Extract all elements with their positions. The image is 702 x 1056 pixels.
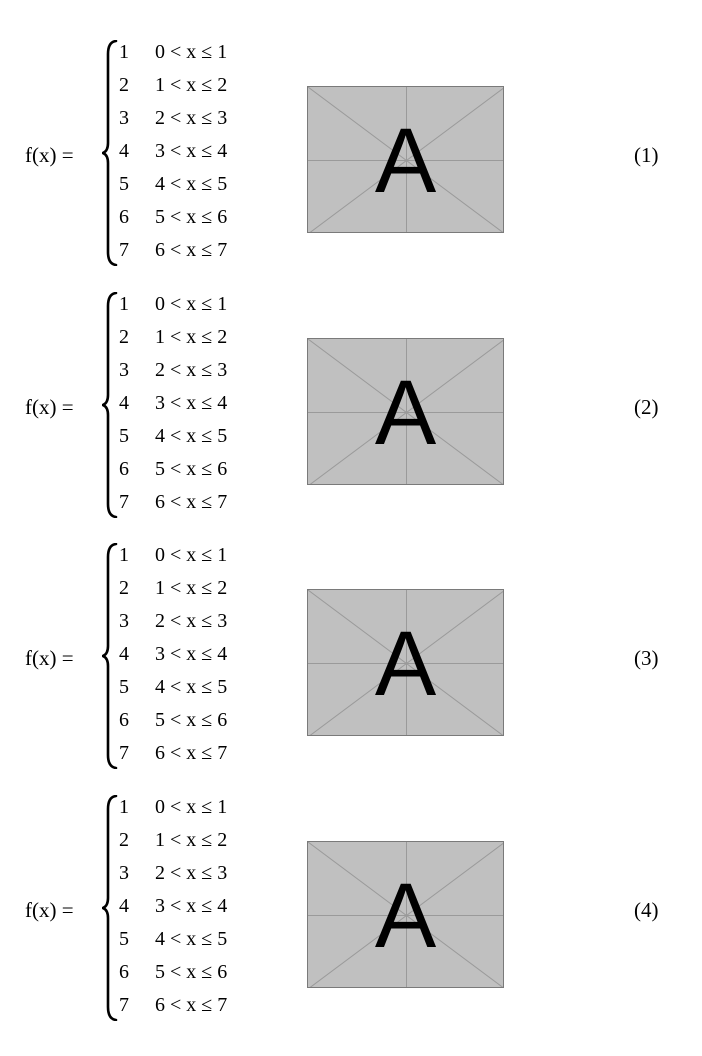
case-value: 1	[119, 796, 129, 818]
equation-number: (2)	[634, 395, 659, 419]
case-condition: 5 < x ≤ 6	[155, 458, 228, 480]
placeholder-cross-icon	[308, 87, 503, 232]
case-condition: 2 < x ≤ 3	[155, 107, 228, 129]
case-condition: 4 < x ≤ 5	[155, 425, 228, 447]
case-value: 5	[119, 676, 129, 698]
case-condition: 1 < x ≤ 2	[155, 74, 228, 96]
case-value: 4	[119, 895, 129, 917]
equation-block: f(x) = 1 0 < x ≤ 1 2 1 < x ≤ 2 3 2 < x ≤…	[0, 291, 702, 524]
case-condition: 5 < x ≤ 6	[155, 206, 228, 228]
case-value: 5	[119, 928, 129, 950]
left-brace-icon	[99, 39, 118, 271]
equation-block: f(x) = 1 0 < x ≤ 1 2 1 < x ≤ 2 3 2 < x ≤…	[0, 794, 702, 1027]
case-condition: 1 < x ≤ 2	[155, 829, 228, 851]
case-value: 7	[119, 994, 129, 1016]
case-value: 6	[119, 206, 129, 228]
image-placeholder: A	[307, 589, 504, 736]
equation-block: f(x) = 1 0 < x ≤ 1 2 1 < x ≤ 2 3 2 < x ≤…	[0, 39, 702, 272]
equation-block: f(x) = 1 0 < x ≤ 1 2 1 < x ≤ 2 3 2 < x ≤…	[0, 542, 702, 775]
case-condition: 3 < x ≤ 4	[155, 895, 228, 917]
case-condition: 0 < x ≤ 1	[155, 293, 228, 315]
case-condition: 6 < x ≤ 7	[155, 239, 228, 261]
case-condition: 6 < x ≤ 7	[155, 994, 228, 1016]
case-value: 1	[119, 293, 129, 315]
case-condition: 4 < x ≤ 5	[155, 928, 228, 950]
case-value: 4	[119, 643, 129, 665]
function-lhs: f(x) =	[25, 898, 74, 922]
case-value: 4	[119, 392, 129, 414]
left-brace-icon	[99, 542, 118, 774]
case-condition: 0 < x ≤ 1	[155, 544, 228, 566]
case-value: 3	[119, 610, 129, 632]
left-brace-icon	[99, 291, 118, 523]
placeholder-cross-icon	[308, 842, 503, 987]
case-condition: 1 < x ≤ 2	[155, 577, 228, 599]
case-condition: 6 < x ≤ 7	[155, 491, 228, 513]
image-placeholder: A	[307, 338, 504, 485]
equation-number: (3)	[634, 646, 659, 670]
function-lhs: f(x) =	[25, 143, 74, 167]
case-value: 5	[119, 425, 129, 447]
case-value: 3	[119, 359, 129, 381]
placeholder-letter: A	[374, 613, 437, 715]
case-condition: 1 < x ≤ 2	[155, 326, 228, 348]
case-value: 7	[119, 742, 129, 764]
placeholder-cross-icon	[308, 590, 503, 735]
case-condition: 4 < x ≤ 5	[155, 173, 228, 195]
equation-number: (1)	[634, 143, 659, 167]
placeholder-letter: A	[374, 865, 437, 967]
case-condition: 2 < x ≤ 3	[155, 862, 228, 884]
function-lhs: f(x) =	[25, 646, 74, 670]
placeholder-letter: A	[374, 362, 437, 464]
case-value: 5	[119, 173, 129, 195]
case-value: 7	[119, 239, 129, 261]
left-brace-icon	[99, 794, 118, 1026]
case-condition: 3 < x ≤ 4	[155, 140, 228, 162]
case-condition: 3 < x ≤ 4	[155, 643, 228, 665]
case-value: 6	[119, 709, 129, 731]
case-condition: 0 < x ≤ 1	[155, 41, 228, 63]
case-condition: 3 < x ≤ 4	[155, 392, 228, 414]
case-condition: 0 < x ≤ 1	[155, 796, 228, 818]
placeholder-letter: A	[374, 110, 437, 212]
placeholder-cross-icon	[308, 339, 503, 484]
image-placeholder: A	[307, 86, 504, 233]
case-value: 6	[119, 458, 129, 480]
case-value: 2	[119, 829, 129, 851]
equation-number: (4)	[634, 898, 659, 922]
case-condition: 2 < x ≤ 3	[155, 610, 228, 632]
case-value: 6	[119, 961, 129, 983]
case-value: 4	[119, 140, 129, 162]
case-value: 2	[119, 326, 129, 348]
case-condition: 4 < x ≤ 5	[155, 676, 228, 698]
case-value: 1	[119, 544, 129, 566]
case-condition: 5 < x ≤ 6	[155, 961, 228, 983]
image-placeholder: A	[307, 841, 504, 988]
case-value: 7	[119, 491, 129, 513]
case-value: 2	[119, 74, 129, 96]
case-condition: 2 < x ≤ 3	[155, 359, 228, 381]
case-value: 3	[119, 862, 129, 884]
case-value: 3	[119, 107, 129, 129]
case-value: 2	[119, 577, 129, 599]
case-condition: 6 < x ≤ 7	[155, 742, 228, 764]
case-value: 1	[119, 41, 129, 63]
case-condition: 5 < x ≤ 6	[155, 709, 228, 731]
function-lhs: f(x) =	[25, 395, 74, 419]
